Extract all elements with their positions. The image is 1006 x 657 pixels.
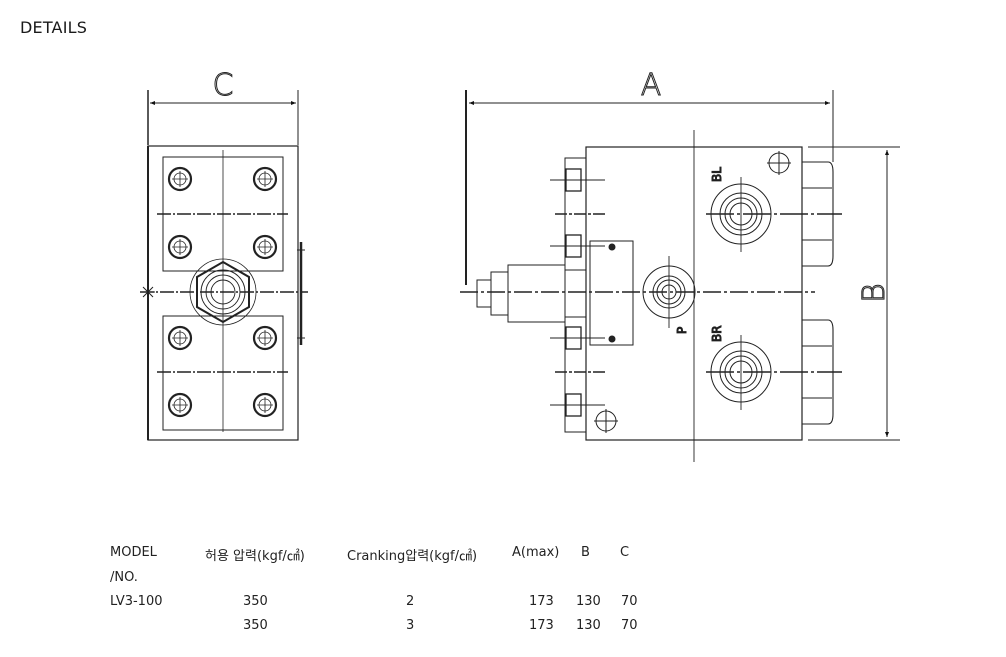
port-label-p: P [675, 327, 689, 334]
dimension-label-c: C [213, 68, 234, 103]
dimension-c: C [147, 68, 299, 145]
center-fitting [189, 258, 257, 326]
cell-allowable-pressure: 350 [243, 594, 268, 609]
side-view: C [140, 68, 308, 441]
header-model-sub: /NO. [110, 570, 138, 585]
cell-model: LV3-100 [110, 594, 163, 609]
header-b: B [581, 545, 590, 560]
port-label-br: BR [710, 325, 724, 342]
header-model: MODEL [110, 545, 157, 560]
cell-cranking-pressure: 2 [406, 594, 415, 609]
dimension-label-a: A [641, 68, 662, 103]
hex-plugs [802, 161, 834, 425]
front-view: A B [460, 68, 900, 462]
port-bl: BL [706, 166, 842, 252]
valve-technical-drawing: C [140, 68, 900, 462]
page-title: DETAILS [20, 18, 88, 37]
pressure-adjuster [476, 264, 586, 323]
cell-c: 70 [621, 618, 638, 633]
cell-a-max: 173 [529, 594, 554, 609]
cell-b: 130 [576, 618, 601, 633]
cell-allowable-pressure: 350 [243, 618, 268, 633]
bolt-holes [167, 166, 278, 418]
cell-cranking-pressure: 3 [406, 618, 415, 633]
dimension-b: B [808, 146, 900, 441]
port-br: BR [706, 325, 842, 410]
cell-b: 130 [576, 594, 601, 609]
header-c: C [620, 545, 630, 560]
mounting-holes [594, 151, 791, 433]
port-label-bl: BL [710, 167, 724, 182]
header-allowable-pressure: 허용 압력(kgf/㎠) [205, 549, 305, 564]
header-cranking-pressure: Cranking압력(kgf/㎠) [347, 549, 478, 564]
dimension-label-b: B [857, 283, 892, 303]
header-a-max: A(max) [512, 545, 560, 560]
port-p: P [642, 256, 696, 335]
dimension-a: A [465, 68, 834, 285]
cell-a-max: 173 [529, 618, 554, 633]
cell-c: 70 [621, 594, 638, 609]
